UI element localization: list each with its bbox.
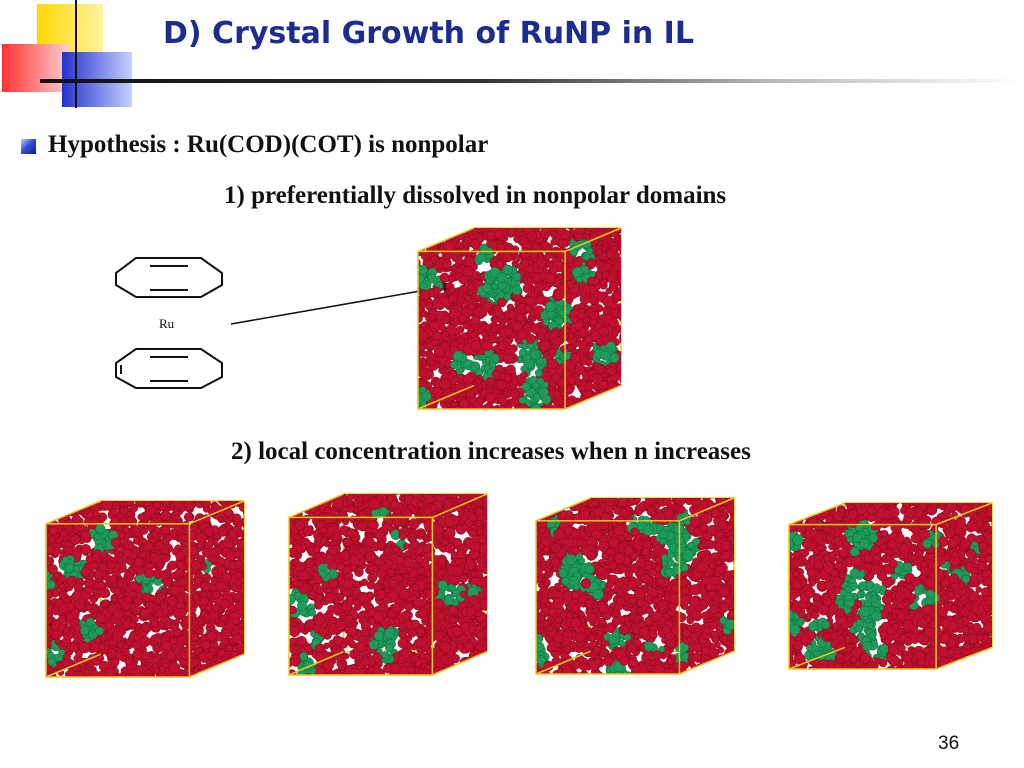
cot-ring-icon (115, 348, 223, 389)
bullet-square-icon (21, 139, 36, 154)
point-2-text: 2) local concentration increases when n … (231, 438, 751, 465)
simulation-cube-2 (283, 488, 493, 683)
point-1-text: 1) preferentially dissolved in nonpolar … (224, 182, 727, 209)
title-underline (40, 79, 1024, 83)
simulation-cube-3 (530, 492, 740, 682)
simulation-cube-top (412, 222, 627, 417)
page-number: 36 (938, 733, 960, 754)
corner-logo-icon (2, 0, 140, 108)
ru-label: Ru (159, 316, 175, 331)
simulation-cube-1 (40, 495, 250, 685)
simulation-cube-4 (783, 497, 998, 677)
slide-title: D) Crystal Growth of RuNP in IL (163, 16, 694, 51)
cod-ring-icon (115, 257, 223, 298)
hypothesis-text: Hypothesis : Ru(COD)(COT) is nonpolar (48, 131, 489, 158)
